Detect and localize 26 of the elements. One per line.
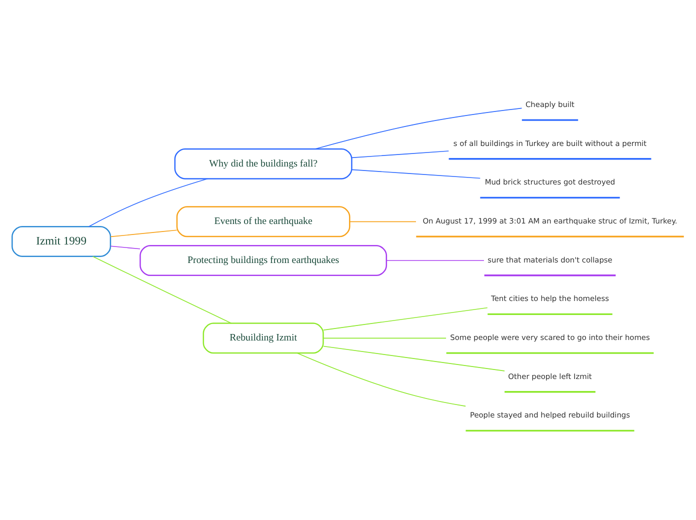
node-text: Mud brick structures got destroyed — [484, 177, 616, 186]
connector — [352, 150, 450, 158]
node-box: Events of the earthquake — [176, 206, 350, 237]
node-box: Rebuilding Izmit — [202, 322, 324, 354]
connector — [88, 178, 208, 226]
node-text: s of all buildings in Turkey are built without a permit — [453, 138, 647, 148]
connector — [323, 337, 446, 338]
connector — [352, 168, 481, 178]
node-text: Cheaply built — [526, 99, 574, 108]
node-text: People stayed and helped rebuild buildings — [470, 410, 630, 420]
node-box: Protecting buildings from earthquakes — [140, 244, 388, 276]
connector — [323, 345, 505, 371]
node-text: Tent cities to help the homeless — [491, 294, 609, 303]
node-box: Izmit 1999 — [12, 226, 112, 256]
node-text: On August 17, 1999 at 3:01 AM an earthquake struc of Izmit, Turkey. — [422, 216, 678, 225]
node-text: Other people left Izmit — [508, 371, 592, 380]
node-text: sure that materials don't collapse — [488, 254, 612, 264]
node-text: Some people were very scared to go into their homes — [450, 332, 650, 342]
connector — [315, 107, 522, 149]
connector — [110, 245, 140, 249]
connector — [323, 306, 488, 330]
connector — [349, 220, 416, 222]
connector — [296, 352, 466, 406]
connector — [92, 256, 232, 324]
node-box: Why did the buildings fall? — [174, 148, 352, 179]
connector — [110, 229, 178, 237]
